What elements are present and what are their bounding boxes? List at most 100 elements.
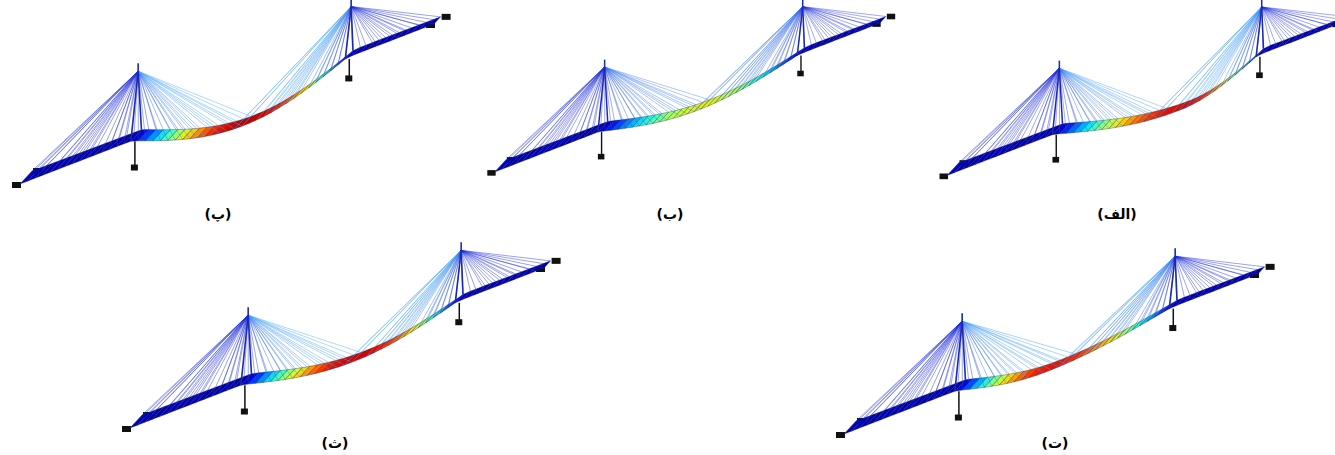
stay-cable bbox=[1262, 7, 1335, 19]
deck-mesh bbox=[844, 267, 1265, 434]
stay-cable bbox=[729, 7, 803, 97]
stay-cable bbox=[244, 7, 352, 119]
deck-element bbox=[763, 65, 777, 77]
stay-cable bbox=[922, 321, 963, 396]
stay-cable bbox=[461, 250, 522, 276]
stay-cable bbox=[757, 7, 803, 77]
stay-cable bbox=[863, 321, 962, 418]
stay-cable bbox=[1160, 7, 1262, 110]
stay-cable bbox=[605, 67, 660, 122]
stay-cable bbox=[1249, 7, 1262, 63]
stay-cable bbox=[248, 315, 324, 363]
stay-cable bbox=[784, 7, 803, 65]
stay-cable bbox=[294, 7, 352, 99]
stay-cable bbox=[248, 315, 339, 359]
pylon-leg bbox=[351, 7, 353, 51]
stay-cable bbox=[461, 250, 485, 291]
stay-cable bbox=[219, 315, 248, 394]
stay-cable bbox=[1045, 68, 1059, 137]
stay-cable bbox=[338, 7, 351, 65]
panel-label: (ت) bbox=[1042, 435, 1069, 451]
pylon-leg bbox=[955, 321, 962, 391]
stay-cable bbox=[448, 250, 461, 308]
stay-cable bbox=[116, 71, 138, 147]
stay-cable bbox=[962, 321, 1075, 354]
pylon-leg bbox=[962, 321, 965, 380]
stay-cable bbox=[279, 7, 351, 109]
stay-cable bbox=[885, 321, 962, 410]
panel-label: (پ) bbox=[205, 206, 232, 222]
stay-cable bbox=[248, 315, 346, 357]
stay-cable bbox=[502, 67, 605, 169]
pier-foot bbox=[955, 415, 962, 421]
stay-cable bbox=[1059, 68, 1157, 118]
pier bbox=[958, 391, 960, 417]
stay-cable bbox=[874, 321, 963, 422]
end-support bbox=[442, 14, 451, 20]
stay-cable bbox=[351, 7, 375, 47]
deck-element bbox=[1132, 317, 1148, 330]
stay-cable bbox=[138, 71, 207, 127]
stay-cable bbox=[605, 67, 689, 107]
stay-cable bbox=[1228, 7, 1262, 81]
stay-cable bbox=[171, 315, 248, 404]
stay-cable bbox=[375, 250, 461, 346]
pylon-leg bbox=[1256, 7, 1262, 57]
stay-cable bbox=[1024, 68, 1059, 145]
pylon-leg bbox=[345, 7, 351, 59]
stay-cable bbox=[352, 250, 461, 362]
stay-cable bbox=[1193, 7, 1262, 104]
stay-cable bbox=[993, 68, 1059, 150]
deck-element bbox=[1251, 267, 1265, 277]
stay-cable bbox=[98, 71, 139, 146]
end-support bbox=[940, 174, 949, 180]
stay-cable bbox=[273, 7, 351, 107]
stay-cable bbox=[1200, 7, 1262, 100]
stay-cable bbox=[211, 315, 248, 396]
stay-cable bbox=[248, 315, 361, 352]
stay-cable bbox=[87, 71, 139, 158]
stay-cable bbox=[605, 67, 694, 112]
stay-cable bbox=[426, 250, 461, 323]
stay-cable bbox=[803, 7, 804, 53]
stay-cable bbox=[47, 71, 139, 165]
stay-cable bbox=[933, 321, 962, 400]
pylon-leg bbox=[138, 71, 141, 130]
stay-cable bbox=[947, 68, 1059, 175]
deck-element bbox=[873, 17, 886, 26]
stay-cable bbox=[1262, 7, 1320, 32]
stay-cable bbox=[160, 315, 249, 416]
stay-cable bbox=[138, 71, 192, 129]
stay-cable bbox=[149, 315, 248, 412]
cables bbox=[844, 248, 1265, 434]
pier-foot bbox=[797, 71, 804, 77]
stay-cable bbox=[962, 321, 1066, 364]
stay-cable bbox=[763, 7, 803, 78]
stay-cable bbox=[248, 315, 329, 370]
stay-cable bbox=[138, 71, 242, 126]
end-support bbox=[887, 14, 895, 20]
stay-cable bbox=[871, 321, 963, 415]
pylon-top bbox=[961, 313, 963, 321]
stay-cable bbox=[109, 71, 138, 150]
stay-cable bbox=[1010, 68, 1059, 151]
stay-cable bbox=[124, 71, 139, 144]
stay-cable bbox=[20, 71, 138, 184]
pier bbox=[1056, 135, 1057, 160]
stay-cable bbox=[248, 315, 307, 375]
stay-cable bbox=[1215, 7, 1262, 87]
pylon-top bbox=[1174, 248, 1176, 256]
stay-cable bbox=[381, 250, 461, 349]
stay-cable bbox=[903, 321, 962, 411]
stay-cable bbox=[383, 250, 461, 343]
stay-cable bbox=[1187, 7, 1261, 101]
stay-cable bbox=[234, 315, 249, 388]
stay-cable bbox=[742, 7, 802, 90]
pier bbox=[601, 132, 602, 157]
stay-cable bbox=[101, 71, 138, 152]
stay-cable bbox=[522, 67, 604, 161]
pylon-leg bbox=[241, 315, 248, 385]
stay-cable bbox=[1175, 256, 1177, 305]
stay-cable bbox=[396, 250, 461, 341]
supports bbox=[12, 14, 451, 188]
